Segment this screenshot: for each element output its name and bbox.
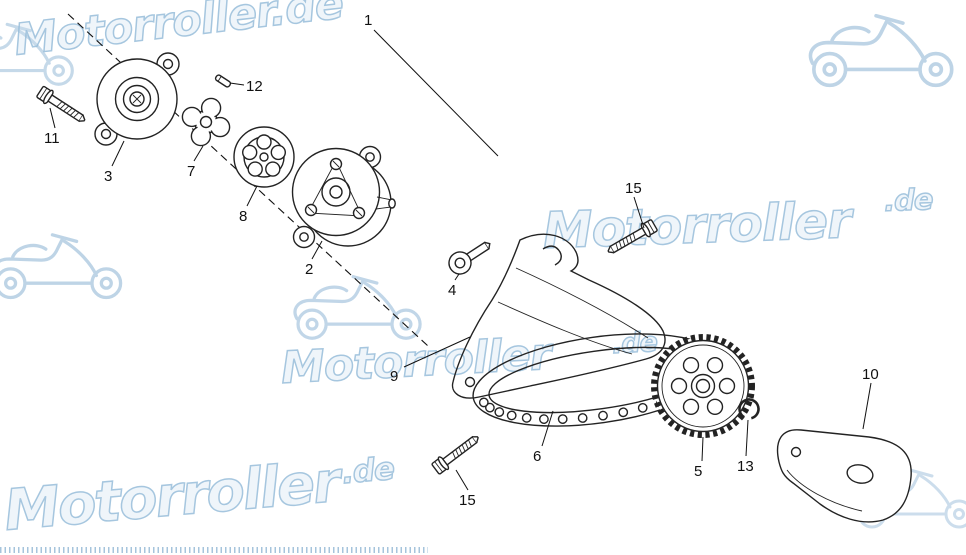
part-label-8: 8 <box>239 208 248 225</box>
bolt-15-lower-drawing <box>430 430 484 476</box>
part-label-2: 2 <box>305 261 314 278</box>
part-label-13: 13 <box>737 458 754 475</box>
sprocket-5-drawing <box>651 334 755 438</box>
part-label-4: 4 <box>448 282 457 299</box>
inner-rotor-7-drawing <box>181 97 231 147</box>
micro-ticks-strip <box>0 547 428 553</box>
pump-cover-2-drawing <box>291 145 396 249</box>
leader-lines <box>49 82 872 491</box>
part-label-12: 12 <box>246 78 263 95</box>
bolt-11-drawing <box>35 84 90 128</box>
clip-13-drawing <box>738 398 760 420</box>
part-label-10: 10 <box>862 366 879 383</box>
part-label-6: 6 <box>533 448 542 465</box>
part-label-5: 5 <box>694 463 703 480</box>
guard-10-drawing <box>776 429 912 523</box>
pin-12-drawing <box>214 74 232 88</box>
mounting-plate-9-drawing <box>451 233 666 399</box>
part-label-7: 7 <box>187 163 196 180</box>
outer-rotor-8-drawing <box>233 126 295 188</box>
part-label-1: 1 <box>364 12 373 29</box>
part-label-15-lower: 15 <box>459 492 476 509</box>
screw-4-drawing <box>448 241 491 275</box>
part-label-15-upper: 15 <box>625 180 642 197</box>
part-label-9: 9 <box>390 368 399 385</box>
bolt-15-upper-drawing <box>603 217 659 259</box>
pump-body-3-drawing <box>94 52 180 146</box>
part-label-3: 3 <box>104 168 113 185</box>
part-label-11: 11 <box>44 130 60 147</box>
